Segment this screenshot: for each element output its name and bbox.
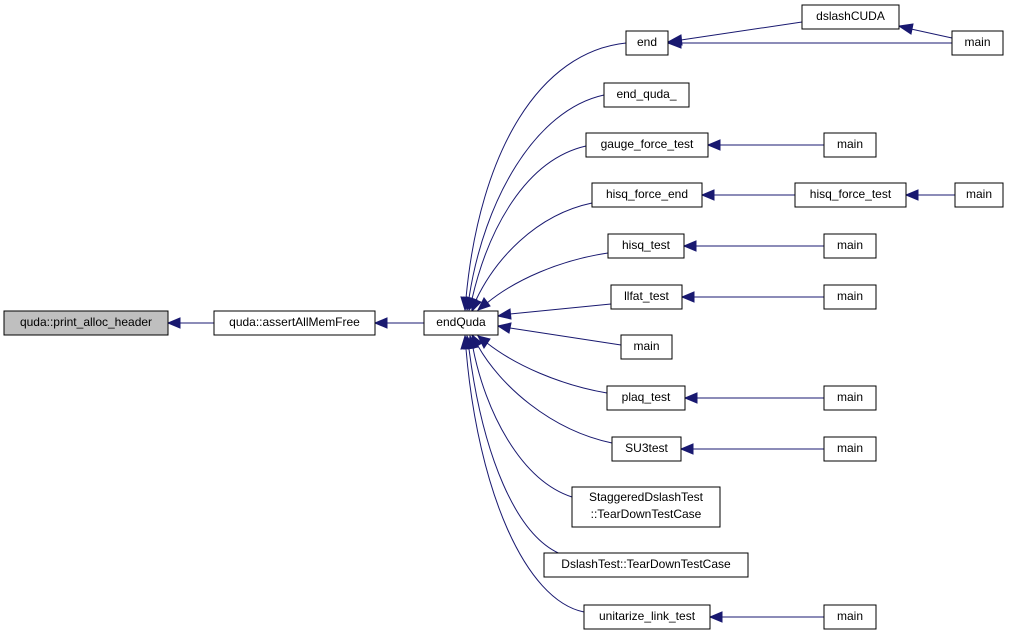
node-main-plaq[interactable]: main (823, 385, 877, 411)
edge-main-to-gauge (706, 139, 824, 151)
edge-unitarize-to-endquda (460, 334, 585, 613)
node-label: plaq_test (622, 390, 671, 404)
node-label: endQuda (436, 315, 486, 329)
node-endquda[interactable]: endQuda (423, 310, 499, 336)
node-label-line2: ::TearDownTestCase (591, 507, 702, 521)
node-main-direct[interactable]: main (620, 334, 673, 360)
edge-su3-to-endquda (471, 333, 613, 444)
edge-dslashcuda-to-end (666, 21, 803, 46)
node-label: unitarize_link_test (599, 609, 696, 623)
node-label: end_quda_ (616, 87, 676, 101)
node-label: quda::assertAllMemFree (229, 315, 360, 329)
node-label: main (837, 137, 863, 151)
edge-main-to-endquda (496, 322, 622, 346)
node-label: main (837, 289, 863, 303)
node-label: hisq_test (622, 238, 671, 252)
edge-main-to-su3 (679, 443, 824, 455)
node-print-alloc-header[interactable]: quda::print_alloc_header (3, 310, 169, 336)
node-main-unitarize[interactable]: main (823, 604, 877, 630)
node-label: SU3test (625, 441, 668, 455)
edge-hisqtest-to-endquda (477, 252, 609, 311)
node-assert-all-mem-free[interactable]: quda::assertAllMemFree (213, 310, 376, 336)
node-end[interactable]: end (625, 30, 669, 56)
edge-main-to-plaq (683, 392, 824, 404)
node-label: DslashTest::TearDownTestCase (561, 557, 731, 571)
node-dslashcuda[interactable]: dslashCUDA (801, 4, 900, 30)
node-label: main (837, 441, 863, 455)
node-label: dslashCUDA (816, 9, 885, 23)
node-label: llfat_test (624, 289, 669, 303)
node-hisq-test[interactable]: hisq_test (607, 233, 685, 259)
node-label: main (966, 187, 992, 201)
node-llfat-test[interactable]: llfat_test (610, 284, 683, 310)
edge-main-to-dslashcuda (897, 23, 953, 39)
edge-endquda_-to-endquda (463, 94, 605, 312)
edge-dslash-to-endquda (463, 334, 567, 557)
node-main-hisq-force[interactable]: main (954, 182, 1004, 208)
node-gauge-force-test[interactable]: gauge_force_test (585, 132, 709, 158)
node-label: main (837, 609, 863, 623)
node-hisq-force-test[interactable]: hisq_force_test (794, 182, 907, 208)
edge-llfat-to-endquda (496, 303, 612, 320)
node-end-quda-underscore[interactable]: end_quda_ (603, 82, 690, 108)
edge-main-to-end (666, 37, 952, 49)
node-hisq-force-end[interactable]: hisq_force_end (591, 182, 703, 208)
node-label: main (964, 35, 990, 49)
node-main-end[interactable]: main (951, 30, 1004, 56)
node-label: end (637, 35, 657, 49)
node-main-llfat[interactable]: main (823, 284, 877, 310)
edge-plaq-to-endquda (477, 335, 608, 394)
edge-staggered-to-endquda (467, 334, 573, 498)
edge-end-to-endquda (460, 42, 627, 312)
node-plaq-test[interactable]: plaq_test (606, 385, 686, 411)
edge-main-to-llfat (680, 291, 824, 303)
edge-hisqforceend-to-endquda (470, 202, 593, 313)
node-main-su3[interactable]: main (823, 436, 877, 462)
edge-hisqforcetest-to-hisqforceend (700, 189, 795, 201)
node-label: main (837, 238, 863, 252)
edge-main-to-hisqforcetest (904, 189, 955, 201)
node-main-hisq[interactable]: main (823, 233, 877, 259)
edge-endquda-to-assert (373, 317, 424, 329)
node-label: gauge_force_test (601, 137, 694, 151)
edge-main-to-hisqtest (682, 240, 824, 252)
node-label: hisq_force_test (810, 187, 892, 201)
edge-assert-to-print (166, 317, 214, 329)
edge-gauge-to-endquda (466, 145, 587, 312)
node-su3test[interactable]: SU3test (611, 436, 682, 462)
node-unitarize-link-test[interactable]: unitarize_link_test (583, 604, 711, 630)
node-label-line1: StaggeredDslashTest (589, 490, 704, 504)
node-label: quda::print_alloc_header (20, 315, 152, 329)
node-label: hisq_force_end (606, 187, 688, 201)
node-label: main (633, 339, 659, 353)
node-dslash-teardown[interactable]: DslashTest::TearDownTestCase (543, 552, 749, 578)
node-label: main (837, 390, 863, 404)
node-main-gauge[interactable]: main (823, 132, 877, 158)
node-staggered-dslash-teardown[interactable]: StaggeredDslashTest ::TearDownTestCase (571, 486, 721, 528)
edge-main-to-unitarize (708, 611, 824, 623)
